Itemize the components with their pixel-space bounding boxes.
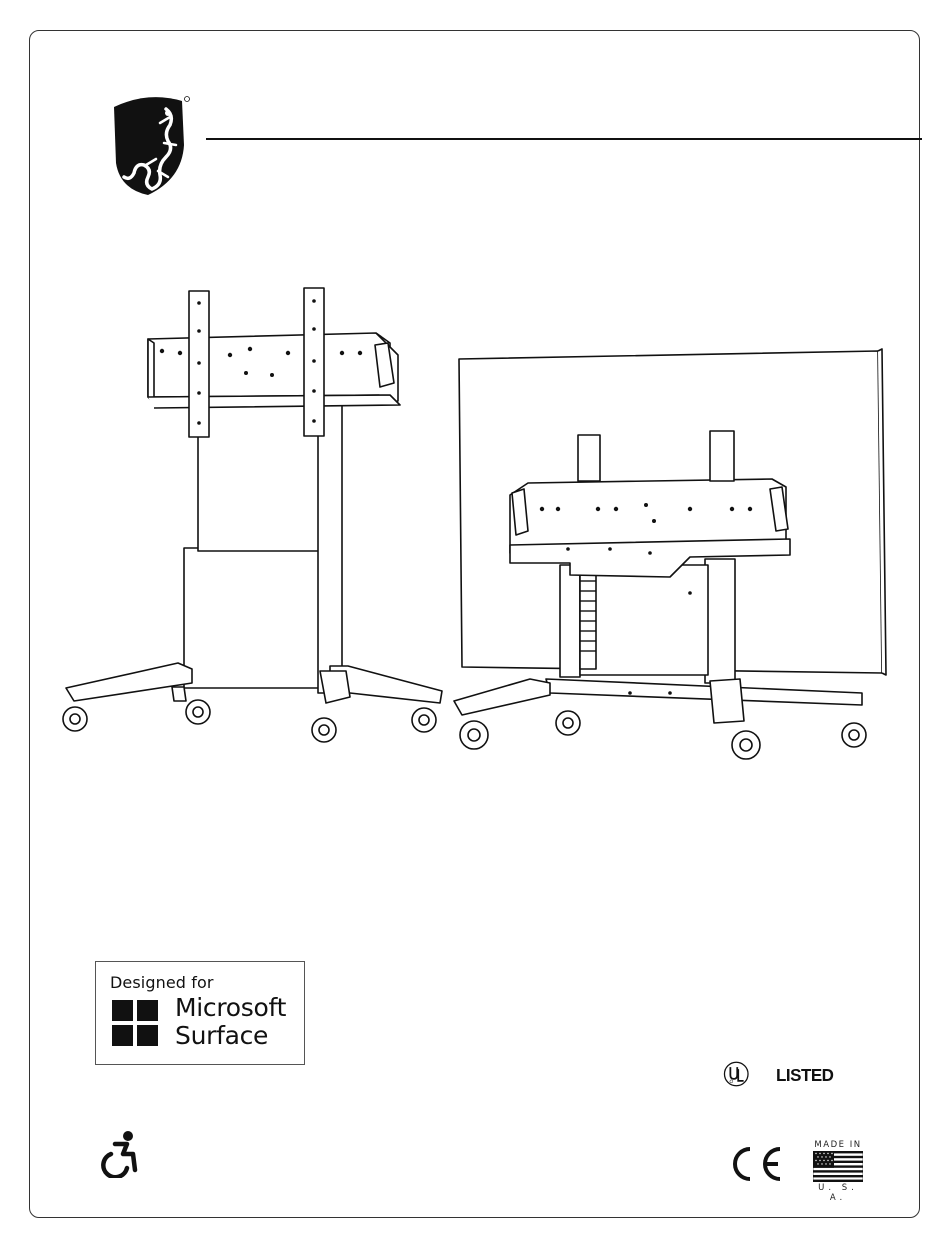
badge-brand-microsoft: Microsoft <box>175 994 286 1022</box>
badge-brand-surface: Surface <box>175 1022 286 1050</box>
made-in-text: MADE IN <box>810 1140 866 1150</box>
badge-brand: Microsoft Surface <box>175 994 286 1050</box>
header-rule <box>206 138 922 140</box>
designed-for-microsoft-surface-badge: Designed for Microsoft Surface <box>95 961 305 1065</box>
ce-mark-icon <box>728 1145 784 1183</box>
salamander-logo <box>108 93 190 197</box>
ul-listed-mark <box>723 1048 777 1100</box>
badge-designed-for: Designed for <box>110 973 214 992</box>
ul-listed-text: LISTED <box>776 1066 833 1087</box>
microsoft-squares-icon <box>112 1000 158 1046</box>
mobile-display-cart-illustration <box>50 283 900 773</box>
us-flag-icon <box>813 1151 863 1182</box>
accessibility-icon <box>101 1130 141 1178</box>
usa-text: U. S. A. <box>810 1183 866 1203</box>
made-in-usa-mark: MADE IN U. S. A. <box>810 1140 866 1195</box>
